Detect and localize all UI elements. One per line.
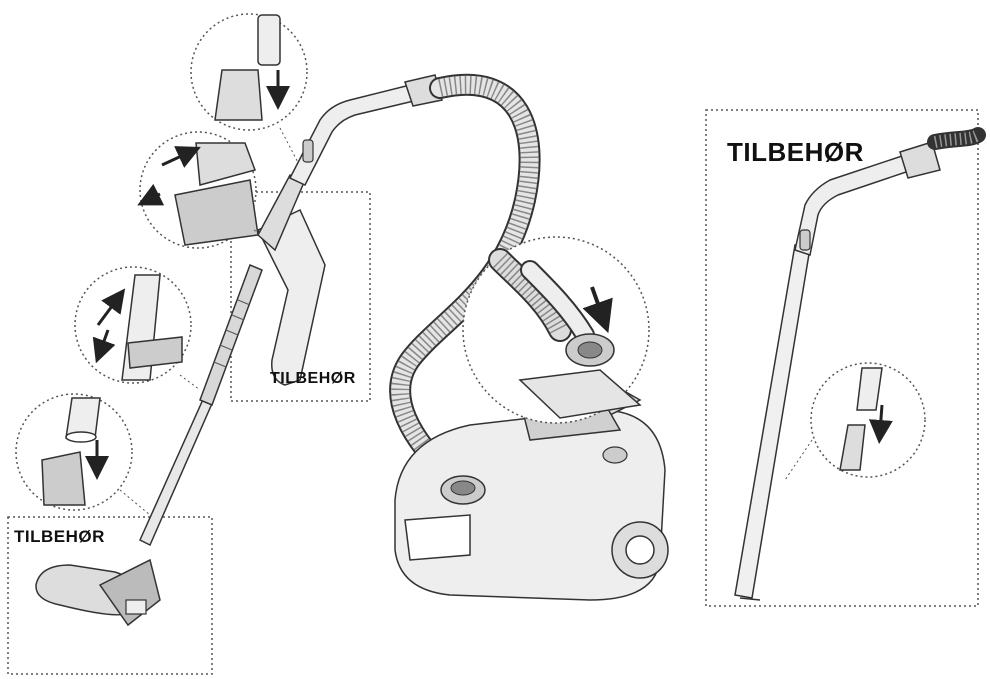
accessory-label-bottom-left: TILBEHØR [14,527,105,546]
accessory-label-middle: TILBEHØR [270,370,356,387]
detail-circle-handle-release [137,131,269,249]
detail-circle-tube-connect [190,13,308,177]
accessory-box-middle [230,191,371,402]
accessory-box-right [705,109,979,607]
detail-circle-tube-adjust [74,266,201,391]
vacuum-body [394,354,669,601]
detail-circle-nozzle-connect [15,393,151,516]
vacuum-wand-assembly [35,74,443,627]
detail-circle-right-tube-connect [784,362,926,481]
double-arrow-icon [161,146,201,168]
right-panel-tube [734,127,986,601]
accessory-label-right: TILBEHØR [727,137,864,167]
accessory-box-bottom-left [7,516,213,675]
detail-circle-hose-inlet [462,236,650,424]
